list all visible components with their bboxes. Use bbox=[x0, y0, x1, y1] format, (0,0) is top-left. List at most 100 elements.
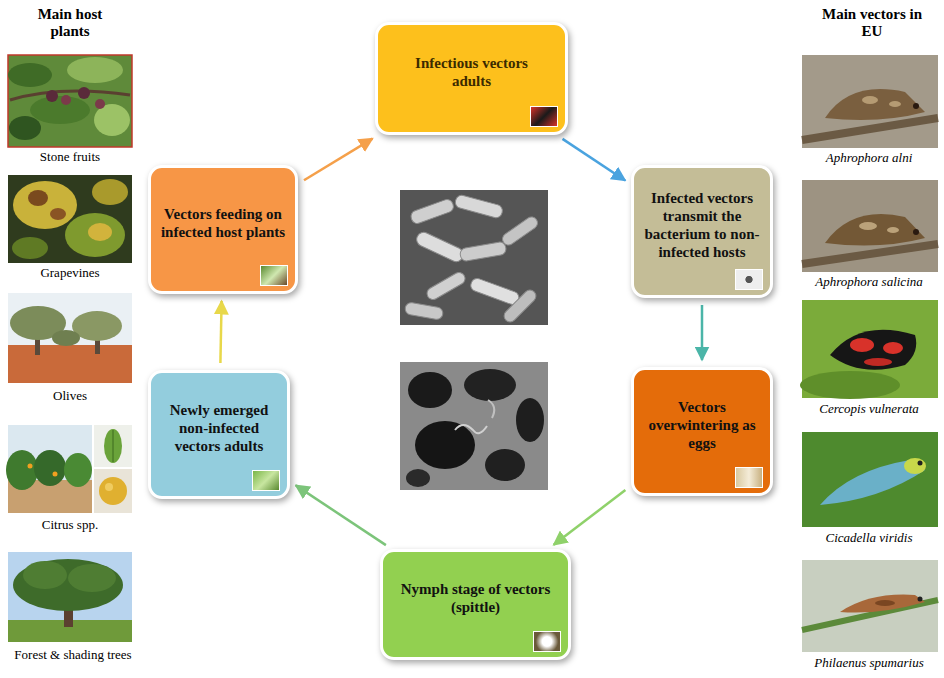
forest-tree-photo bbox=[8, 552, 132, 642]
stage-thumbnail bbox=[735, 269, 763, 290]
aphrophora-alni-photo-part bbox=[802, 55, 938, 148]
photo-caption: Stone fruits bbox=[2, 150, 138, 165]
cycle-arrow bbox=[563, 139, 626, 181]
philaenus-spumarius-photo-part bbox=[918, 597, 923, 602]
bacteria-micrograph-part bbox=[400, 190, 548, 325]
cercopis-vulnerata-photo bbox=[800, 300, 938, 399]
xylem-micrograph-part bbox=[516, 398, 544, 442]
bacteria-micrograph bbox=[400, 190, 548, 325]
citrus-grove-photo-part bbox=[113, 430, 114, 462]
aphrophora-alni-photo bbox=[802, 55, 938, 148]
bacteria-micrograph-part bbox=[404, 302, 444, 320]
aphrophora-salicina-photo-part bbox=[825, 214, 925, 245]
xylem-micrograph bbox=[400, 362, 548, 490]
philaenus-spumarius-photo-part bbox=[802, 560, 938, 652]
bacteria-micrograph-part bbox=[469, 277, 520, 306]
bacteria-micrograph-part bbox=[409, 198, 455, 225]
olive-orchard-photo bbox=[8, 293, 132, 383]
xylem-micrograph-part bbox=[488, 400, 494, 418]
cicadella-viridis-photo-part bbox=[802, 432, 938, 527]
aphrophora-salicina-photo-part bbox=[802, 180, 938, 272]
stone-fruit-photo-part bbox=[67, 57, 123, 83]
column-heading: Main host plants bbox=[20, 6, 120, 41]
photo-caption: Olives bbox=[2, 389, 138, 404]
grapevine-photo-part bbox=[92, 179, 128, 205]
stage-label: Newly emerged non-infected vectors adult… bbox=[160, 401, 278, 455]
citrus-grove-photo bbox=[6, 425, 132, 513]
xylem-micrograph-part bbox=[464, 369, 516, 401]
stage-thumbnail bbox=[260, 265, 288, 286]
cercopis-vulnerata-photo-part bbox=[864, 358, 892, 366]
grapevine-photo bbox=[8, 175, 132, 263]
text-stack: Nymph stage of vectors (spittle) bbox=[401, 580, 551, 616]
cycle-stage-box: Nymph stage of vectors (spittle) bbox=[380, 549, 571, 660]
citrus-grove-photo-part bbox=[34, 450, 66, 486]
text-stack: Vectors overwintering as eggs bbox=[643, 398, 761, 452]
xylem-micrograph-part bbox=[485, 449, 525, 481]
photo-caption: Grapevines bbox=[2, 266, 138, 281]
citrus-grove-photo-part bbox=[53, 472, 58, 477]
aphrophora-alni-photo-part bbox=[862, 96, 878, 104]
photo-caption: Aphrophora salicina bbox=[796, 275, 942, 290]
aphrophora-alni-photo-part bbox=[825, 89, 925, 120]
philaenus-spumarius-photo-part bbox=[840, 595, 925, 613]
photo-caption: Forest & shading trees bbox=[0, 648, 146, 663]
grapevine-photo-part bbox=[28, 190, 48, 206]
philaenus-spumarius-photo-part bbox=[875, 600, 895, 606]
aphrophora-alni-photo-part bbox=[802, 118, 938, 140]
olive-orchard-photo-part bbox=[8, 345, 132, 383]
xylem-micrograph-part bbox=[408, 372, 452, 408]
bacteria-micrograph-part bbox=[425, 270, 467, 301]
stage-thumbnail bbox=[735, 467, 763, 488]
cycle-stage-box: Newly emerged non-infected vectors adult… bbox=[148, 370, 290, 499]
aphrophora-alni-photo-part bbox=[913, 103, 919, 109]
text-stack: Newly emerged non-infected vectors adult… bbox=[160, 401, 278, 455]
cycle-arrow bbox=[296, 485, 386, 545]
stage-label: Vectors overwintering as eggs bbox=[643, 398, 761, 452]
aphrophora-salicina-photo-part bbox=[887, 227, 899, 233]
citrus-grove-photo-part bbox=[94, 425, 132, 467]
bacteria-micrograph-part bbox=[454, 194, 504, 219]
cycle-stage-box: Infected vectors transmit the bacterium … bbox=[631, 165, 773, 298]
citrus-grove-photo-part bbox=[99, 477, 127, 505]
cycle-arrow bbox=[220, 301, 221, 363]
xylem-micrograph-part bbox=[455, 425, 487, 433]
photo-caption: Cicadella viridis bbox=[796, 531, 942, 546]
photo-caption: Philaenus spumarius bbox=[796, 656, 942, 671]
xylem-micrograph-part bbox=[400, 362, 548, 490]
cycle-arrow bbox=[701, 305, 704, 360]
stone-fruit-photo bbox=[8, 55, 132, 147]
citrus-grove-photo-part bbox=[6, 450, 38, 490]
grapevine-photo-part bbox=[65, 213, 125, 257]
photo-caption: Cercopis vulnerata bbox=[796, 402, 942, 417]
cycle-stage-box: Vectors overwintering as eggs bbox=[631, 367, 773, 496]
stage-thumbnail bbox=[530, 106, 558, 127]
forest-tree-photo-part bbox=[23, 561, 67, 589]
cycle-arrow bbox=[304, 139, 373, 181]
cercopis-vulnerata-photo-part bbox=[800, 371, 900, 399]
cicadella-viridis-photo-part bbox=[904, 458, 926, 474]
stage-thumbnail bbox=[533, 631, 561, 652]
bacteria-micrograph-part bbox=[414, 230, 465, 264]
stage-label: Nymph stage of vectors (spittle) bbox=[401, 580, 551, 616]
grapevine-photo-part bbox=[12, 237, 48, 259]
cercopis-vulnerata-photo-part bbox=[883, 342, 903, 354]
stone-fruit-photo-part bbox=[46, 90, 58, 102]
stone-fruit-photo-part bbox=[9, 116, 41, 140]
stone-fruit-photo-part bbox=[78, 87, 90, 99]
text-stack: Infectious vectors adults bbox=[412, 54, 532, 90]
olive-orchard-photo-part bbox=[8, 293, 132, 383]
stage-label: Infected vectors transmit the bacterium … bbox=[643, 189, 761, 261]
cicadella-viridis-photo-part bbox=[918, 461, 923, 466]
stage-thumbnail bbox=[252, 470, 280, 491]
text-stack: Vectors feeding on infected host plants bbox=[160, 205, 286, 241]
citrus-grove-photo-part bbox=[28, 464, 33, 469]
bacteria-micrograph-part bbox=[459, 241, 507, 262]
aphrophora-salicina-photo-part bbox=[802, 244, 938, 264]
citrus-grove-photo-part bbox=[104, 429, 122, 463]
cercopis-vulnerata-photo-part bbox=[830, 330, 916, 370]
stone-fruit-photo-part bbox=[30, 96, 90, 124]
aphrophora-salicina-photo-part bbox=[913, 229, 919, 235]
